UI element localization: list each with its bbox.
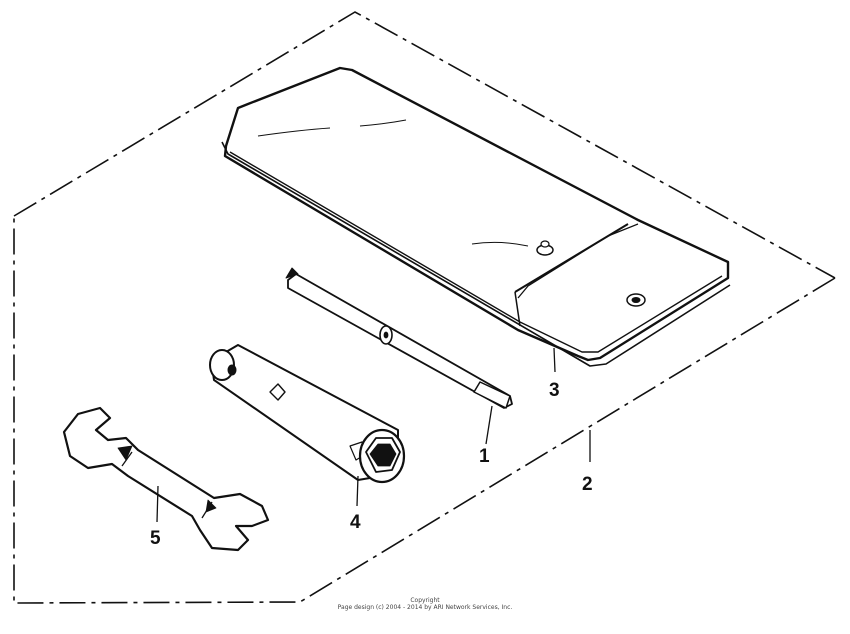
callout-5: 5 [150, 528, 161, 549]
kit-boundary [13, 11, 836, 604]
callout-2: 2 [582, 474, 593, 495]
box-wrench [209, 344, 406, 484]
copyright-label: Copyright [410, 597, 440, 604]
copyright-text: Page design (c) 2004 - 2014 by ARI Netwo… [337, 604, 513, 611]
open-end-wrench [62, 406, 270, 552]
tool-bag [221, 66, 731, 367]
callout-4: 4 [350, 512, 361, 533]
callout-1: 1 [479, 446, 490, 467]
screwdriver [285, 267, 513, 409]
leader-lines [156, 347, 591, 523]
callout-3: 3 [549, 380, 560, 401]
